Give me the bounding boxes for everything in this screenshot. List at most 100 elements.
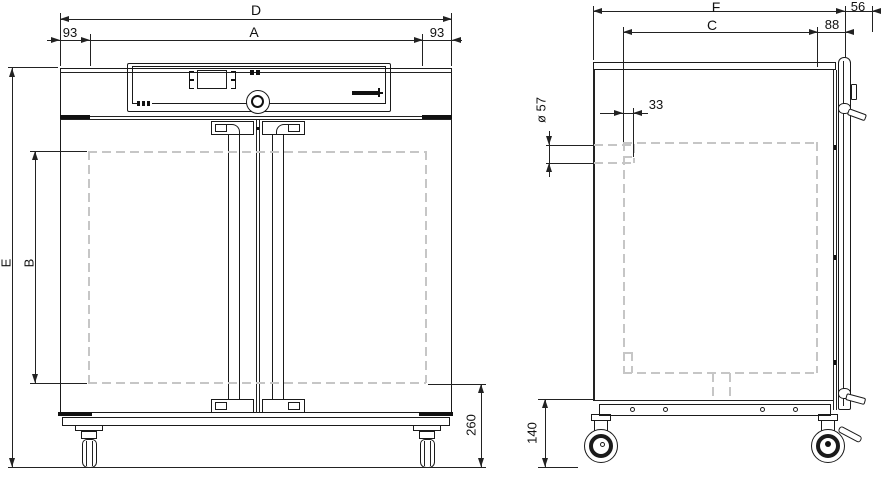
dim-arrow	[414, 37, 423, 43]
dim-arrow	[478, 384, 484, 393]
panel-display	[197, 70, 227, 89]
front-caster-right-rim	[430, 441, 431, 466]
front-caster-right-rim	[424, 441, 425, 466]
dim-arrow	[51, 37, 60, 43]
dim-label-right-offset: 93	[429, 25, 445, 40]
front-caster-left-wheel	[82, 439, 97, 468]
side-back-wall	[593, 70, 595, 400]
base-plate-hole	[630, 407, 635, 412]
control-knob-inner	[251, 95, 264, 108]
dim-line-140	[545, 399, 546, 467]
dim-label-door-depth: 88	[824, 17, 840, 32]
dim-label-port-diameter: ø 57	[533, 96, 549, 124]
base-plate-hole	[793, 407, 798, 412]
dim-label-floor-to-body: 140	[524, 422, 540, 444]
port-dashed-step	[623, 156, 634, 158]
front-caster-right-stem	[419, 431, 435, 439]
front-caster-left-rim	[86, 441, 87, 466]
front-caster-left-mount	[75, 425, 103, 431]
ext-line	[30, 383, 87, 384]
side-caster-right-tire	[816, 434, 840, 458]
dim-line-93-A-93	[47, 40, 462, 41]
dim-arrow	[836, 8, 845, 14]
door-seal-mark	[834, 360, 836, 365]
front-caster-left-rim	[92, 441, 93, 466]
dim-arrow	[845, 29, 854, 35]
dim-arrow	[452, 37, 461, 43]
display-bracket-icon	[189, 71, 194, 80]
ext-line	[428, 384, 486, 385]
dim-label-left-offset: 93	[62, 25, 78, 40]
side-caster-left-tire	[589, 434, 613, 458]
side-door-inner-line	[843, 61, 844, 406]
dim-label-total-height: E	[0, 258, 14, 268]
dim-arrow	[633, 110, 642, 116]
dim-label-door-width: A	[249, 24, 259, 40]
front-sidewall-cap-left	[60, 115, 90, 119]
side-front-face2	[836, 70, 837, 410]
side-notch-dashed	[623, 352, 632, 354]
side-duct-dashed	[712, 373, 714, 400]
panel-vents	[137, 101, 152, 106]
dim-label-port-offset: 33	[648, 97, 664, 112]
door-status-icon	[250, 70, 254, 75]
handle-bracket-bottom-right-end	[288, 402, 300, 410]
door-latch	[851, 84, 857, 100]
dim-line-33	[600, 113, 648, 114]
side-notch-dashed	[631, 352, 633, 373]
front-interior-dashed-top	[88, 151, 426, 153]
ext-line	[593, 6, 594, 60]
display-bracket-icon	[231, 71, 236, 80]
floor-line	[8, 467, 486, 468]
front-caster-right-mount	[413, 425, 441, 431]
side-interior-dashed-top	[623, 142, 817, 144]
dim-label-floor-to-interior: 260	[463, 414, 479, 436]
front-caster-right-wheel	[420, 439, 435, 468]
door-status-icon	[256, 70, 260, 75]
dim-label-interior-height: B	[21, 258, 37, 268]
ext-line	[546, 163, 593, 164]
handle-bracket-top-left-end	[215, 124, 227, 132]
dim-label-handle-clearance: 56	[850, 0, 866, 14]
side-front-face	[833, 70, 834, 410]
side-interior-dashed-front	[816, 142, 818, 373]
dim-arrow	[60, 16, 69, 22]
dim-arrow	[546, 163, 552, 172]
dim-arrow	[542, 399, 548, 408]
side-body-bottom	[593, 400, 834, 401]
ext-line	[872, 6, 873, 32]
front-caster-left-stem	[81, 431, 97, 439]
ext-line	[422, 34, 423, 66]
dim-line-D	[60, 19, 452, 20]
memmert-logo-plus	[375, 92, 383, 94]
side-base-plate	[599, 404, 831, 416]
ext-line	[60, 13, 61, 66]
ext-line	[817, 27, 818, 67]
dim-line-port-diameter	[549, 131, 550, 177]
front-base-cap-right	[419, 412, 453, 416]
dim-label-interior-depth: C	[706, 17, 718, 33]
ext-line	[538, 467, 578, 468]
door-handle-bar-left	[228, 134, 240, 402]
dim-arrow	[623, 29, 632, 35]
door-seal-mark	[834, 255, 836, 260]
front-interior-dashed-right	[425, 151, 427, 383]
side-caster-left-hub	[600, 442, 605, 447]
front-door-split-line	[256, 119, 257, 413]
front-door-split-line2	[259, 119, 260, 413]
dim-label-total-width: D	[250, 2, 262, 18]
dim-arrow	[478, 458, 484, 467]
ext-line	[623, 27, 624, 142]
front-base-cap-left	[58, 412, 92, 416]
dim-line-260	[481, 384, 482, 467]
dim-line-E	[12, 68, 13, 467]
base-plate-hole	[663, 407, 668, 412]
front-sidewall-cap-right	[422, 115, 452, 119]
ext-line	[546, 145, 593, 146]
dim-arrow	[872, 8, 881, 14]
dim-arrow	[81, 37, 90, 43]
ext-line	[538, 399, 593, 400]
door-seal-mark	[834, 145, 836, 150]
dim-arrow	[809, 29, 818, 35]
